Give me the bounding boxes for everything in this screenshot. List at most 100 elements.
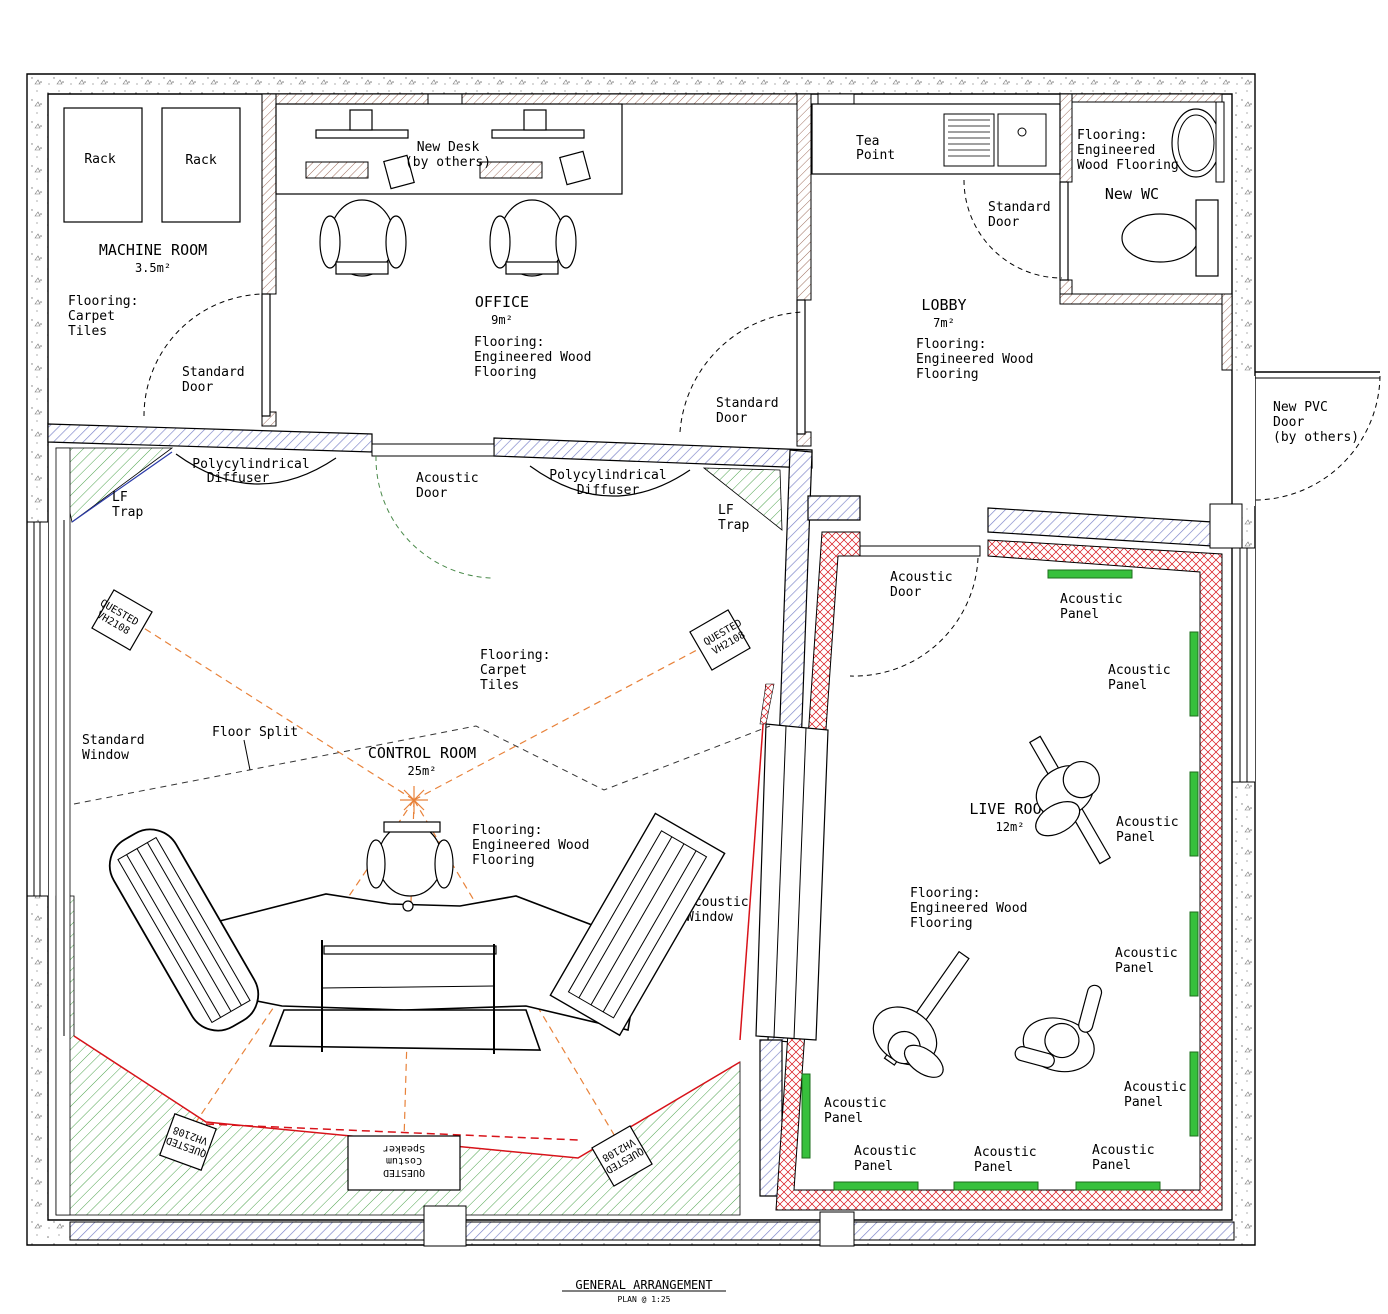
machine-flooring-3: Tiles [68,324,107,339]
diffuser-right-label-1: Polycylindrical [549,468,666,483]
control-wood-3: Flooring [472,853,535,868]
floor-split-label: Floor Split [212,725,298,740]
control-acoustic-door-2: Door [416,486,447,501]
external-walls [26,73,1256,1246]
wc-flooring-1: Flooring: [1077,128,1147,143]
lf-trap-right-2: Trap [718,518,749,533]
office-flooring-3: Flooring [474,365,537,380]
wc-flooring-2: Engineered [1077,143,1155,158]
panel-b1-label-2: Panel [854,1159,893,1174]
office-flooring-2: Engineered Wood [474,350,591,365]
lf-trap-left-1: LF [112,490,128,505]
lobby-flooring-1: Flooring: [916,337,986,352]
live-room-name: LIVE ROOM [969,800,1050,818]
lobby-flooring-3: Flooring [916,367,979,382]
diffuser-left [175,453,337,485]
office-chair-2 [489,199,577,277]
tea-point-label-1: Tea [856,134,879,149]
desk-label-2: (by others) [405,155,491,170]
acoustic-window-label-2: Window [686,910,733,925]
diffuser-left-label-1: Polycylindrical [192,457,309,472]
rack-label-1: Rack [84,152,115,167]
drummer-figure [1028,735,1112,865]
panel-b3-label-2: Panel [1092,1158,1131,1173]
wc-door-label-1: Standard [988,200,1051,215]
machine-room: Rack Rack MACHINE ROOM 3.5m² Flooring: C… [63,107,271,417]
machine-room-name: MACHINE ROOM [99,241,207,259]
panel-b2-label-2: Panel [974,1160,1013,1175]
machine-room-area: 3.5m² [135,261,171,275]
panel-top-label-1: Acoustic [1060,592,1123,607]
producer-table [268,1009,542,1051]
control-wood-2: Engineered Wood [472,838,589,853]
outboard-rack-left [108,828,260,1032]
lf-trap-right-1: LF [718,503,734,518]
panel-b1-label-1: Acoustic [854,1144,917,1159]
wc-name: New WC [1105,185,1159,203]
live-room-area: 12m² [996,820,1025,834]
pvc-door-label-2: Door [1273,415,1304,430]
control-carpet-2: Carpet [480,663,527,678]
acoustic-panel-bottom-3 [1075,1181,1161,1191]
panel-r2-label-2: Panel [1116,830,1155,845]
diffuser-right-label-2: Diffuser [577,483,640,498]
sink [997,113,1047,167]
drawing-title: GENERAL ARRANGEMENT [575,1278,712,1292]
wash-basin [1171,108,1221,178]
control-wood-1: Flooring: [472,823,542,838]
live-acoustic-door-2: Door [890,585,921,600]
machine-flooring-1: Flooring: [68,294,138,309]
speaker-rear-right: QUESTED VH2108 [591,1125,653,1187]
svg-text:Speaker: Speaker [383,1143,425,1154]
standard-window-label-2: Window [82,748,129,763]
rack-1 [63,107,143,223]
acoustic-window [755,723,829,1041]
diffuser-right [529,465,691,497]
toilet [1121,213,1199,263]
floor-split-line [73,725,771,805]
acoustic-panel-bottom-1 [833,1181,919,1191]
office-door-label-1: Standard [716,396,779,411]
acoustic-panel-left [801,1073,811,1159]
svg-text:QUESTED: QUESTED [383,1167,425,1178]
live-room: Acoustic Door LIVE ROOM 12m² Flooring: E… [801,545,1199,1191]
speaker-centre: QUESTED Costum Speaker [347,1135,461,1191]
office: New Desk (by others) OFFICE 9m² Flooring… [275,103,806,435]
tea-point-label-2: Point [856,148,895,163]
panel-b3-label-1: Acoustic [1092,1143,1155,1158]
speaker-front-right: QUESTED VH2108 [689,609,751,671]
panel-r3-label-1: Acoustic [1115,946,1178,961]
panel-r1-label-2: Panel [1108,678,1147,693]
engineer-chair [366,821,454,912]
control-room-name: CONTROL ROOM [368,744,476,762]
live-flooring-3: Flooring [910,916,973,931]
acoustic-panel-right-4 [1189,1051,1199,1137]
control-room-area: 25m² [408,764,437,778]
svg-text:Costum: Costum [386,1155,422,1166]
pvc-door-label-1: New PVC [1273,400,1328,415]
acoustic-panel-bottom-2 [953,1181,1039,1191]
acoustic-panel-top [1047,569,1133,579]
wc-door-label-2: Door [988,215,1019,230]
acoustic-panel-right-1 [1189,631,1199,717]
panel-top-label-2: Panel [1060,607,1099,622]
acoustic-panel-right-2 [1189,771,1199,857]
lobby-name: LOBBY [921,296,966,314]
panel-b2-label-1: Acoustic [974,1145,1037,1160]
lobby-flooring-2: Engineered Wood [916,352,1033,367]
speaker-front-left: QUESTED VH2108 [91,589,153,651]
bass-trap-hatch [55,447,783,1216]
rack-2 [161,107,241,223]
pvc-door: New PVC Door (by others) [1253,371,1381,501]
acoustic-panel-right-3 [1189,911,1199,997]
outboard-rack-right [549,812,726,1037]
lobby: Tea Point LOBBY 7m² Flooring: Engineered… [811,103,1069,382]
control-room: Polycylindrical Diffuser Polycylindrical… [71,443,771,1191]
wc: Flooring: Engineered Wood Flooring New W… [1077,101,1225,277]
singer-figure [1014,984,1103,1073]
office-flooring-1: Flooring: [474,335,544,350]
lobby-area: 7m² [933,316,955,330]
pvc-door-label-3: (by others) [1273,430,1359,445]
panel-r2-label-1: Acoustic [1116,815,1179,830]
